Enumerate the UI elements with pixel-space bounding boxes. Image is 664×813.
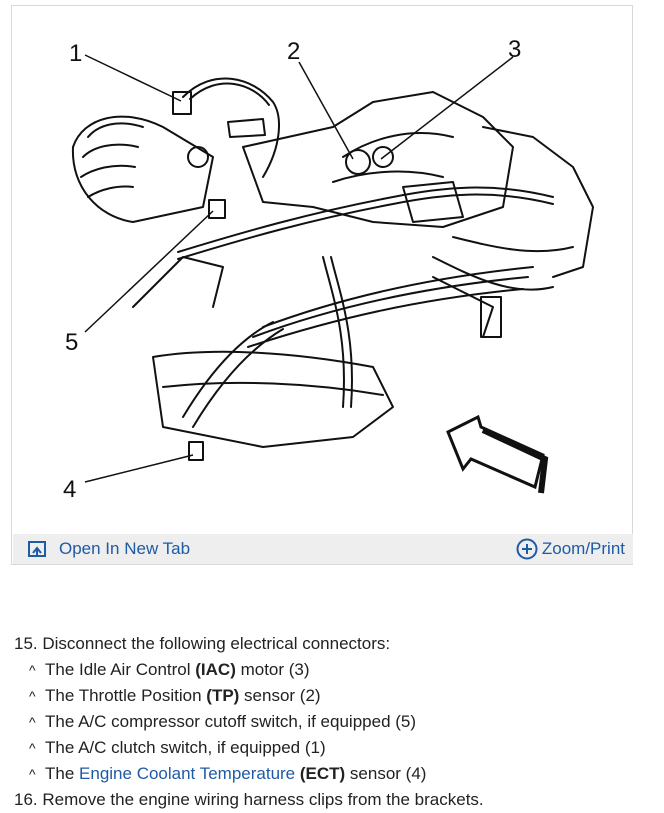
callout-1: 1: [69, 40, 82, 67]
item-abbrev: (TP): [206, 686, 240, 705]
step-number: 16.: [14, 790, 38, 809]
list-item: ^ The Throttle Position (TP) sensor (2): [14, 683, 654, 709]
item-suffix: sensor (4): [345, 764, 427, 783]
list-item: ^ The A/C compressor cutoff switch, if eq…: [14, 709, 654, 735]
step-15: 15. Disconnect the following electrical …: [14, 631, 654, 657]
zoom-print-label: Zoom/Print: [541, 539, 625, 558]
zoom-plus-icon: [516, 538, 538, 560]
step-text: Remove the engine wiring harness clips f…: [42, 790, 484, 809]
item-text: The A/C clutch switch, if equipped (1): [45, 738, 326, 757]
open-in-new-tab-label: Open In New Tab: [59, 539, 191, 558]
item-abbrev: (ECT): [299, 764, 346, 783]
item-text: The Idle Air Control: [45, 660, 196, 679]
callout-2: 2: [287, 38, 300, 65]
item-suffix: sensor (2): [239, 686, 321, 705]
item-abbrev: (IAC): [195, 660, 236, 679]
step-number: 15.: [14, 634, 38, 653]
zoom-print-link[interactable]: Zoom/Print: [516, 537, 625, 561]
caret-icon: ^: [29, 662, 36, 678]
callout-3: 3: [508, 36, 521, 63]
list-item: ^ The A/C clutch switch, if equipped (1): [14, 735, 654, 761]
engine-diagram: 1 2 3 4 5: [63, 36, 594, 503]
caret-icon: ^: [29, 714, 36, 730]
caret-icon: ^: [29, 740, 36, 756]
step-text: Disconnect the following electrical conn…: [42, 634, 391, 653]
procedure-steps: 15. Disconnect the following electrical …: [14, 631, 654, 813]
open-in-new-tab-icon: [28, 541, 46, 557]
item-text: The: [45, 764, 80, 783]
ect-glossary-link[interactable]: Engine Coolant Temperature: [79, 764, 296, 783]
open-in-new-tab-link[interactable]: Open In New Tab: [27, 538, 190, 560]
item-text: The A/C compressor cutoff switch, if equ…: [45, 712, 417, 731]
caret-icon: ^: [29, 766, 36, 782]
callout-4: 4: [63, 476, 76, 503]
list-item: ^ The Engine Coolant Temperature (ECT) se…: [14, 761, 654, 787]
list-item: ^ The Idle Air Control (IAC) motor (3): [14, 657, 654, 683]
item-text: The Throttle Position: [45, 686, 207, 705]
caret-icon: ^: [29, 688, 36, 704]
figure-container: 1 2 3 4 5 Open In New Tab Zoom/Print: [11, 5, 633, 565]
callout-5: 5: [65, 329, 78, 356]
step-16: 16. Remove the engine wiring harness cli…: [14, 787, 654, 813]
figure-toolbar: Open In New Tab Zoom/Print: [13, 534, 633, 564]
item-suffix: motor (3): [235, 660, 310, 679]
